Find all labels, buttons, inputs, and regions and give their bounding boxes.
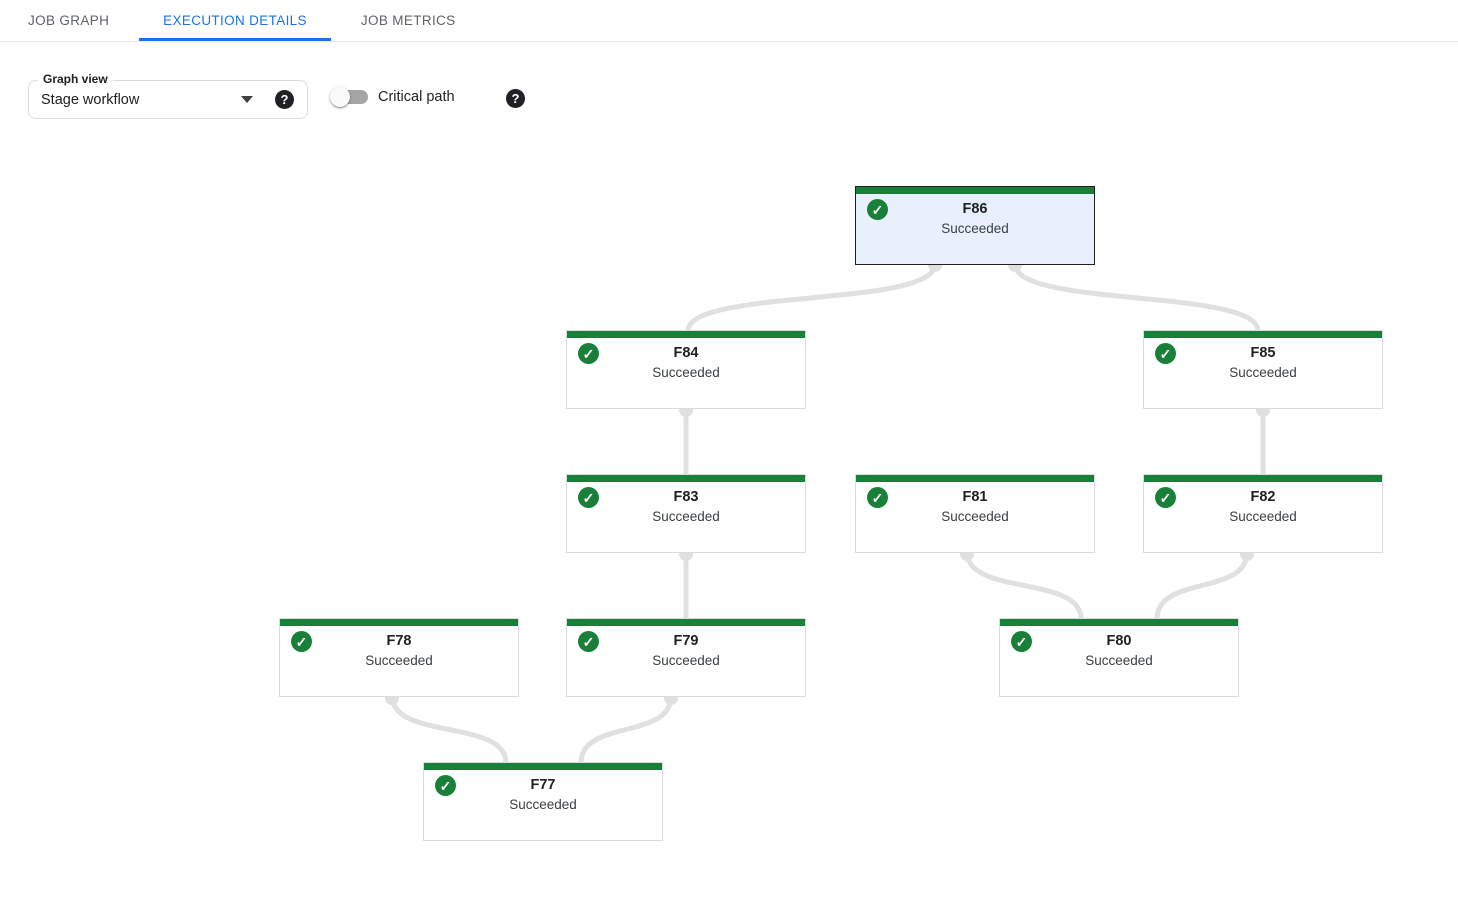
stage-node-f85[interactable]: F85 Succeeded (1143, 330, 1383, 409)
stage-node-f80[interactable]: F80 Succeeded (999, 618, 1239, 697)
check-circle-icon (1155, 343, 1176, 364)
check-circle-icon (867, 199, 888, 220)
tab-job-metrics[interactable]: JOB METRICS (360, 13, 456, 28)
edge-F86-F84 (685, 263, 938, 332)
status-bar (856, 475, 1094, 482)
check-circle-icon (578, 343, 599, 364)
tab-bar: JOB GRAPH EXECUTION DETAILS JOB METRICS (0, 0, 1458, 42)
stage-node-f83[interactable]: F83 Succeeded (566, 474, 806, 553)
critical-path-toggle[interactable] (330, 87, 368, 107)
check-circle-icon (291, 631, 312, 652)
tab-execution-details[interactable]: EXECUTION DETAILS (139, 0, 331, 41)
stage-title: F84 (673, 345, 699, 361)
graph-view-select[interactable]: Graph view Stage workflow ? (28, 72, 308, 119)
stage-node-f84[interactable]: F84 Succeeded (566, 330, 806, 409)
graph-view-label: Graph view (38, 72, 113, 86)
check-circle-icon (578, 631, 599, 652)
tab-job-graph[interactable]: JOB GRAPH (28, 13, 110, 28)
edge-F81-F80 (964, 551, 1084, 620)
check-circle-icon (578, 487, 599, 508)
status-bar (424, 763, 662, 770)
check-circle-icon (1155, 487, 1176, 508)
stage-title: F83 (673, 489, 699, 505)
critical-path-help-icon[interactable]: ? (506, 89, 525, 108)
stage-status: Succeeded (1229, 365, 1297, 380)
toggle-thumb (330, 87, 350, 107)
stage-node-f86[interactable]: F86 Succeeded (855, 186, 1095, 265)
stage-status: Succeeded (1085, 653, 1153, 668)
stage-node-f82[interactable]: F82 Succeeded (1143, 474, 1383, 553)
stage-status: Succeeded (509, 797, 577, 812)
stage-status: Succeeded (1229, 509, 1297, 524)
stage-node-f78[interactable]: F78 Succeeded (279, 618, 519, 697)
stage-title: F78 (386, 633, 412, 649)
stage-status: Succeeded (652, 653, 720, 668)
edge-F82-F80 (1154, 551, 1250, 620)
stage-title: F79 (673, 633, 699, 649)
status-bar (280, 619, 518, 626)
critical-path-label: Critical path (378, 89, 455, 105)
stage-title: F81 (962, 489, 988, 505)
status-bar (567, 475, 805, 482)
status-bar (1000, 619, 1238, 626)
graph-view-help-icon[interactable]: ? (275, 90, 294, 109)
dropdown-arrow-icon (241, 96, 253, 103)
stage-node-f77[interactable]: F77 Succeeded (423, 762, 663, 841)
edge-F79-F77 (578, 695, 674, 764)
status-bar (1144, 331, 1382, 338)
stage-status: Succeeded (652, 365, 720, 380)
stage-status: Succeeded (941, 509, 1009, 524)
stage-node-f79[interactable]: F79 Succeeded (566, 618, 806, 697)
stage-title: F80 (1106, 633, 1132, 649)
stage-title: F85 (1250, 345, 1276, 361)
status-bar (1144, 475, 1382, 482)
edge-F78-F77 (389, 695, 509, 764)
edge-F86-F85 (1012, 263, 1261, 332)
stage-status: Succeeded (941, 221, 1009, 236)
stage-title: F82 (1250, 489, 1276, 505)
stage-status: Succeeded (652, 509, 720, 524)
check-circle-icon (1011, 631, 1032, 652)
status-bar (567, 331, 805, 338)
status-bar (567, 619, 805, 626)
stage-title: F86 (962, 201, 988, 217)
status-bar (856, 187, 1094, 194)
stage-node-f81[interactable]: F81 Succeeded (855, 474, 1095, 553)
graph-view-value: Stage workflow (41, 91, 140, 108)
check-circle-icon (435, 775, 456, 796)
stage-title: F77 (530, 777, 556, 793)
stage-status: Succeeded (365, 653, 433, 668)
check-circle-icon (867, 487, 888, 508)
